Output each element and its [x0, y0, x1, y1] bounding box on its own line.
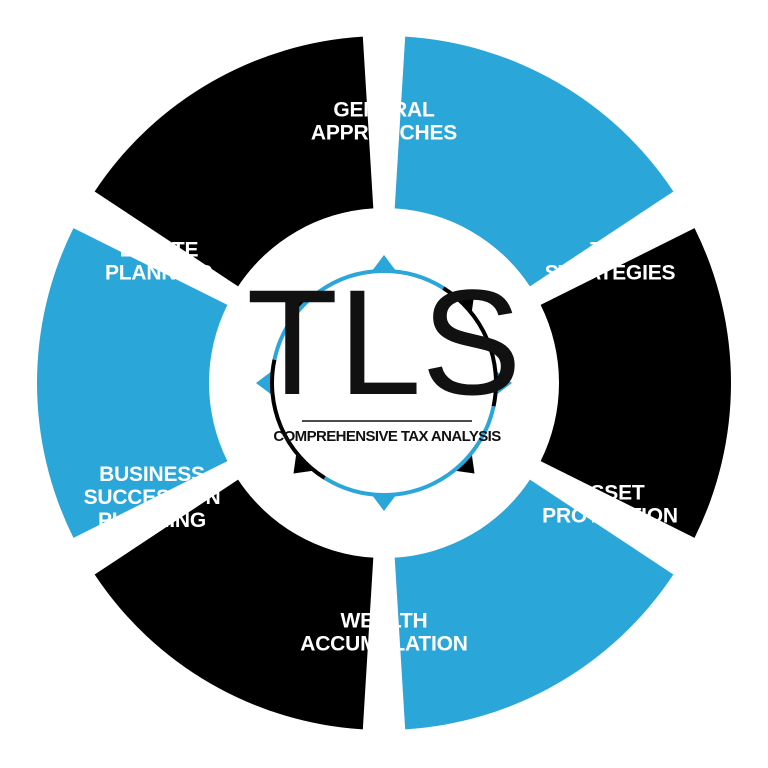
wheel-segment-wealth-accumulation[interactable]	[94, 479, 374, 730]
wheel-segment-tax-strategies[interactable]	[540, 228, 731, 538]
logo-ring-arc-2	[447, 405, 496, 477]
logo-ring-arc-3	[323, 473, 450, 497]
logo-ring-arc-1	[442, 286, 498, 407]
logo-monogram: TLS	[246, 258, 521, 426]
wheel-segment-asset-protection[interactable]	[394, 479, 674, 730]
logo-ring-arc-4	[270, 359, 326, 480]
wheel-segment-business-succession-planning[interactable]	[37, 228, 228, 538]
tls-logo-badge[interactable]: TLS COMPREHENSIVE TAX ANALYSIS	[246, 255, 522, 511]
logo-accent-ring	[270, 269, 498, 497]
wheel-segment-estate-planning[interactable]	[94, 36, 374, 287]
logo-ring-arc-0	[318, 269, 445, 293]
segments-group	[37, 36, 731, 730]
logo-inner-disc	[271, 270, 497, 496]
logo-ring-arc-5	[272, 289, 321, 361]
wheel-segment-general-approaches[interactable]	[394, 36, 674, 287]
logo-tagline: COMPREHENSIVE TAX ANALYSIS	[273, 428, 501, 445]
